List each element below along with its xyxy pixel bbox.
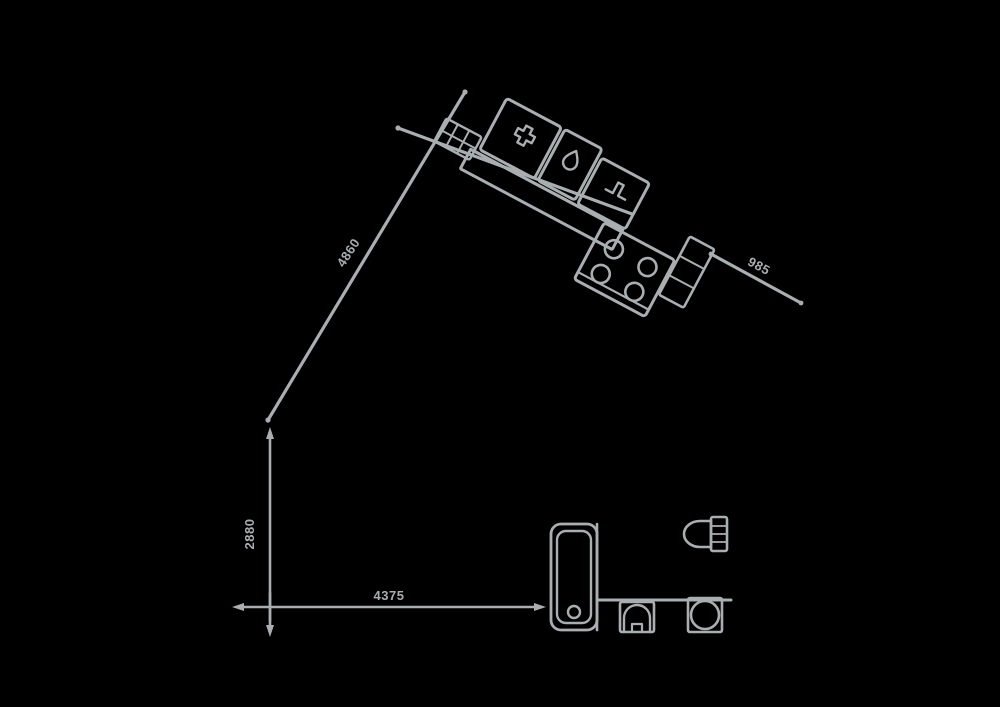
tall-unit [658,235,716,309]
dimension-diagonal-main [265,89,468,423]
kitchen-sink [537,128,603,201]
dimension-label-vertical-left: 2880 [242,519,257,550]
cooktop-hob [479,97,563,180]
shower-tray [686,596,724,634]
dimension-label-horizontal-bottom: 4375 [374,588,405,603]
toilet-wc [682,515,729,553]
four-burner-stove [573,222,676,318]
bathtub [549,522,599,632]
base-cabinet [577,157,651,230]
wash-basin [618,600,656,634]
dimension-horizontal-bottom [232,591,546,623]
kitchen-group [433,97,651,251]
dish-drainer [433,117,483,161]
appliance-group [573,222,716,318]
dimension-label-diagonal-main: 4860 [334,235,363,269]
